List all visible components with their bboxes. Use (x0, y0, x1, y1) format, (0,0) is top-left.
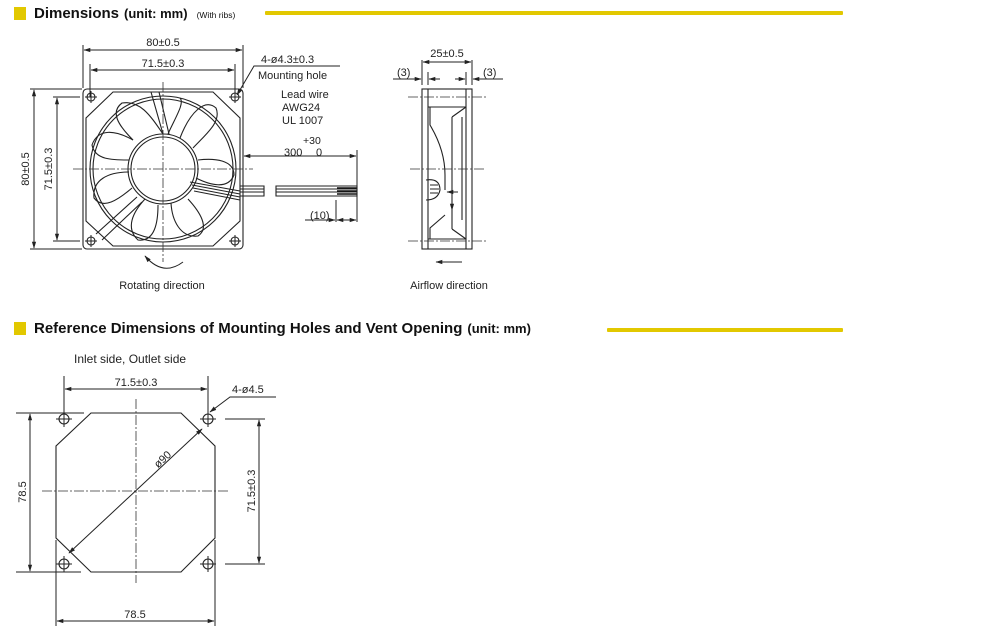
inlet-outlet-subtitle: Inlet side, Outlet side (74, 352, 186, 366)
opening-width-label: 78.5 (124, 609, 145, 621)
reference-header-rule (607, 328, 843, 332)
dimensions-header-rule (265, 11, 843, 15)
hole-pitch-width-label: 71.5±0.3 (142, 58, 185, 70)
mounting-hole-spec: 4-ø4.3±0.3 (261, 54, 314, 66)
dimensions-title: Dimensions (34, 5, 120, 22)
rib-right-label: (3) (483, 67, 496, 79)
lead-length-tol-lower: 0 (316, 147, 322, 159)
dimensions-unit: (unit: mm) (124, 6, 188, 21)
lead-wire-label: Lead wire (281, 89, 329, 101)
reference-title: Reference Dimensions of Mounting Holes a… (34, 320, 463, 337)
reference-unit: (unit: mm) (467, 321, 531, 336)
strip-length-label: (10) (310, 210, 330, 222)
rib-left-label: (3) (397, 67, 410, 79)
lead-length-tol-upper: +30 (303, 135, 321, 147)
mounting-hole-label: Mounting hole (258, 70, 327, 82)
header-bullet (14, 322, 26, 335)
fan-side-view: 25±0.5 (3) (3) Airflow direction (393, 48, 503, 292)
dimensions-note: (With ribs) (196, 9, 236, 20)
hole-pitch-height-label: 71.5±0.3 (43, 148, 55, 191)
vent-diameter-label: ø90 (152, 449, 174, 471)
lead-wire-gauge: AWG24 (282, 102, 320, 114)
airflow-direction-caption: Airflow direction (410, 280, 488, 292)
lead-wire-standard: UL 1007 (282, 115, 323, 127)
reference-header: Reference Dimensions of Mounting Holes a… (14, 320, 531, 337)
ref-hole-pitch-width: 71.5±0.3 (115, 377, 158, 389)
overall-width-label: 80±0.5 (146, 37, 180, 49)
lead-length-label: 300 (284, 147, 302, 159)
mounting-reference-view: Inlet side, Outlet side 71.5±0.3 4-ø4.5 … (16, 352, 276, 626)
depth-label: 25±0.5 (430, 48, 464, 60)
mounting-hole-icon (85, 91, 241, 247)
overall-height-label: 80±0.5 (20, 152, 32, 186)
mounting-hole-icon (56, 411, 216, 572)
header-bullet (14, 7, 26, 20)
fan-front-view: 80±0.5 71.5±0.3 80±0.5 71.5±0.3 4-ø4.3±0… (20, 37, 358, 292)
ref-hole-spec: 4-ø4.5 (232, 384, 264, 396)
dimensions-header: Dimensions (unit: mm) (With ribs) (14, 5, 235, 22)
rotating-direction-caption: Rotating direction (119, 280, 205, 292)
ref-hole-pitch-height: 71.5±0.3 (246, 470, 258, 513)
opening-height-label: 78.5 (17, 481, 29, 502)
